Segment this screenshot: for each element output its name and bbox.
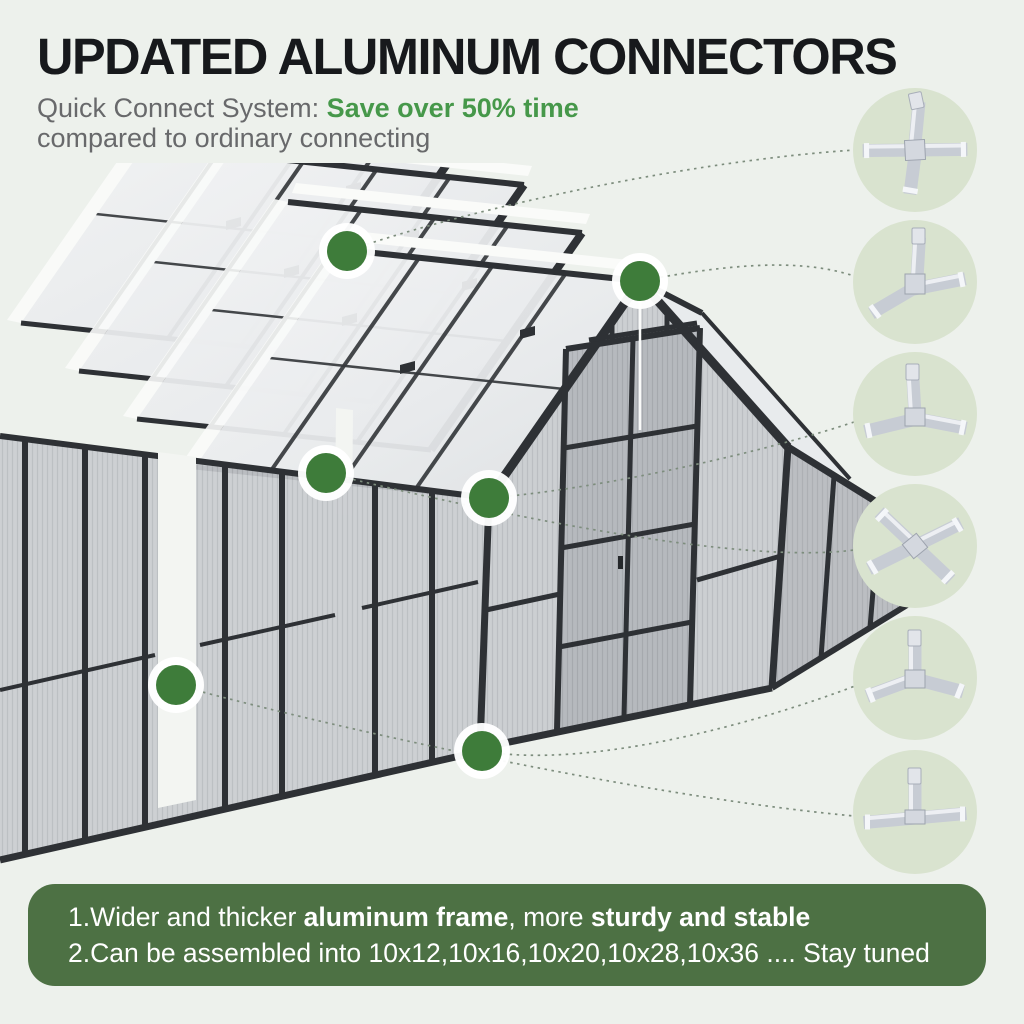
three-way-ridge-corner-connector-icon xyxy=(853,220,977,344)
three-way-eave-corner-connector-icon xyxy=(853,352,977,476)
greenhouse xyxy=(0,87,923,864)
callout-dot-eave-joint xyxy=(298,445,354,501)
four-way-cross-connector-icon xyxy=(853,88,977,212)
callout-dot-front-eave xyxy=(461,470,517,526)
t-shape-connector-icon xyxy=(853,750,977,874)
four-way-x-connector-icon xyxy=(853,484,977,608)
greenhouse-side-wall xyxy=(0,433,490,864)
footer-line-2: 2.Can be assembled into 10x12,10x16,10x2… xyxy=(68,938,930,968)
subtitle-line2: compared to ordinary connecting xyxy=(37,122,431,153)
callout-dots xyxy=(148,223,668,779)
door-handle xyxy=(618,556,623,569)
subtitle-highlight: Save over 50% time xyxy=(326,92,579,123)
subtitle: Quick Connect System: Save over 50% time… xyxy=(37,93,905,153)
callout-dot-base-joint xyxy=(148,657,204,713)
footer-line-1: 1.Wider and thicker aluminum frame, more… xyxy=(68,902,811,932)
subtitle-prefix: Quick Connect System: xyxy=(37,92,327,123)
header: UPDATED ALUMINUM CONNECTORS Quick Connec… xyxy=(37,30,905,153)
three-way-base-corner-connector-icon xyxy=(853,616,977,740)
callout-dot-ridge-joint xyxy=(319,223,375,279)
greenhouse-facade xyxy=(476,278,792,752)
page-title: UPDATED ALUMINUM CONNECTORS xyxy=(37,28,898,85)
callout-dot-base-corner xyxy=(454,723,510,779)
callout-dot-gable-peak xyxy=(612,253,668,309)
connector-badges xyxy=(853,88,977,874)
footer-banner: 1.Wider and thicker aluminum frame, more… xyxy=(28,884,986,986)
callout-lines xyxy=(175,149,856,817)
